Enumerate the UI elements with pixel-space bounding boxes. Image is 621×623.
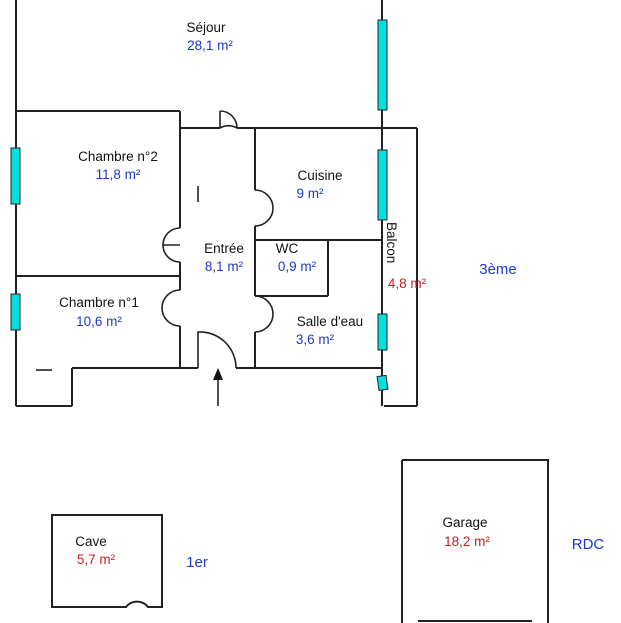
walls-garage (401, 459, 549, 623)
walls-cave (51, 514, 163, 608)
window-salle-deau (377, 313, 388, 351)
room-area-cave: 5,7 m² (77, 552, 116, 567)
room-name-balcon: Balcon (384, 222, 399, 263)
window-chambre1 (10, 293, 21, 331)
room-area-wc: 0,9 m² (278, 259, 317, 274)
window-chambre2 (10, 147, 21, 205)
room-area-chambre2: 11,8 m² (96, 167, 141, 182)
window-sejour (377, 19, 388, 111)
level-label-ground: RDC (572, 536, 605, 553)
room-area-cuisine: 9 m² (297, 186, 325, 201)
room-area-garage: 18,2 m² (444, 534, 490, 549)
doors-third-floor (161, 110, 274, 369)
room-area-entree: 8,1 m² (205, 259, 244, 274)
room-area-sejour: 28,1 m² (187, 38, 233, 53)
room-area-chambre1: 10,6 m² (76, 314, 122, 329)
room-name-cave: Cave (75, 534, 107, 549)
room-name-entree: Entrée (204, 241, 244, 256)
room-area-salle-deau: 3,6 m² (296, 332, 335, 347)
room-name-wc: WC (276, 241, 299, 256)
room-name-salle-deau: Salle d'eau (297, 314, 363, 329)
level-label-third: 3ème (479, 261, 517, 278)
room-name-chambre2: Chambre n°2 (78, 149, 158, 164)
labels: Séjour 28,1 m² Chambre n°2 11,8 m² Cuisi… (59, 20, 604, 571)
walls-third-floor (15, 0, 418, 407)
room-name-chambre1: Chambre n°1 (59, 295, 139, 310)
window-balcon-small (376, 374, 389, 392)
room-area-balcon: 4,8 m² (388, 276, 427, 291)
level-label-first: 1er (186, 554, 208, 571)
room-name-cuisine: Cuisine (297, 168, 342, 183)
entrance-arrow-icon (213, 368, 223, 406)
windows-third-floor (10, 19, 389, 392)
room-name-sejour: Séjour (186, 20, 226, 35)
room-name-garage: Garage (442, 515, 487, 530)
window-cuisine (377, 149, 388, 221)
